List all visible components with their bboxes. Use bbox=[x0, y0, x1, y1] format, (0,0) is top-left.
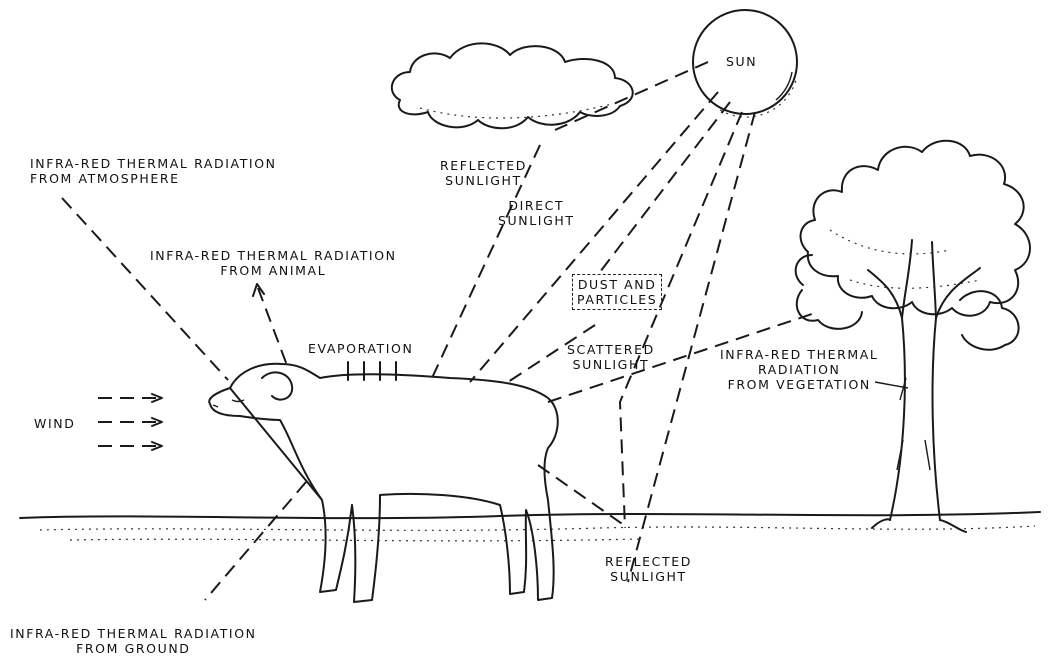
evaporation-label: EVAPORATION bbox=[308, 341, 413, 356]
ground bbox=[20, 512, 1040, 518]
cloud bbox=[392, 43, 633, 128]
tree-canopy bbox=[801, 141, 1030, 316]
wind-arrows bbox=[98, 394, 162, 450]
radiation-paths bbox=[62, 62, 908, 600]
evaporation-marks bbox=[348, 362, 396, 380]
wind-label: WIND bbox=[34, 416, 75, 431]
tree-trunk bbox=[868, 240, 980, 520]
sheep bbox=[209, 364, 558, 602]
sun-label: SUN bbox=[726, 54, 757, 69]
